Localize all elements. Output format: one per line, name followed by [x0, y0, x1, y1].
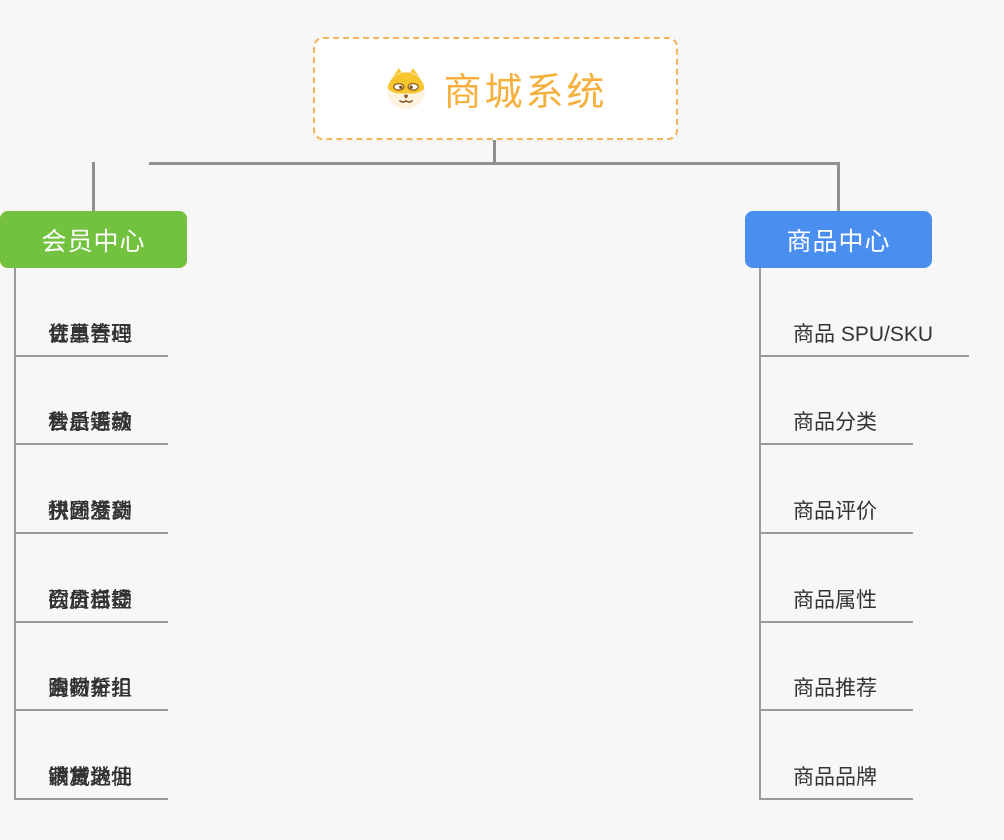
leaf-node[interactable]: 商品分类 — [759, 406, 913, 445]
leaf-list: 会员管理 会员等级 积分签到 会员标签 会员分组 收货地址 — [0, 268, 260, 800]
leaf-row: 会员等级 — [0, 357, 260, 446]
dog-face-icon — [383, 66, 429, 112]
root-title: 商城系统 — [443, 61, 607, 116]
leaf-row: 会员管理 — [0, 268, 260, 357]
leaf-row: 积分签到 — [0, 445, 260, 534]
branch-label: 会员中心 — [41, 222, 145, 258]
leaf-node[interactable]: 会员等级 — [14, 406, 168, 445]
leaf-node[interactable]: 会员标签 — [14, 584, 168, 623]
leaf-row: 商品分类 — [745, 357, 1004, 446]
branch-node-3[interactable]: 会员中心 — [0, 211, 187, 268]
leaf-node[interactable]: 会员分组 — [14, 672, 168, 711]
branch-bus-connector — [149, 162, 839, 165]
leaf-row: 会员标签 — [0, 534, 260, 623]
branch-column: 会员中心 会员管理 会员等级 积分签到 会员标签 会员分组 收货地址 — [0, 211, 260, 800]
leaf-list: 商品 SPU/SKU 商品分类 商品评价 商品属性 商品推荐 商品品牌 — [745, 268, 1004, 800]
leaf-node[interactable]: 商品评价 — [759, 495, 913, 534]
leaf-row: 商品评价 — [745, 445, 1004, 534]
leaf-row: 收货地址 — [0, 711, 260, 800]
leaf-node[interactable]: 收货地址 — [14, 761, 168, 800]
leaf-node[interactable]: 商品推荐 — [759, 672, 913, 711]
leaf-row: 商品推荐 — [745, 623, 1004, 712]
leaf-row: 商品品牌 — [745, 711, 1004, 800]
branch-label: 商品中心 — [786, 222, 890, 258]
leaf-node[interactable]: 商品 SPU/SKU — [759, 318, 969, 357]
leaf-row: 会员分组 — [0, 623, 260, 712]
branch-node-0[interactable]: 商品中心 — [745, 211, 932, 268]
leaf-node[interactable]: 会员管理 — [14, 318, 168, 357]
leaf-node[interactable]: 商品属性 — [759, 584, 913, 623]
leaf-row: 商品 SPU/SKU — [745, 268, 1004, 357]
root-node-mall-system[interactable]: 商城系统 — [313, 37, 678, 140]
leaf-row: 商品属性 — [745, 534, 1004, 623]
leaf-node[interactable]: 商品品牌 — [759, 761, 913, 800]
branch-column: 商品中心 商品 SPU/SKU 商品分类 商品评价 商品属性 商品推荐 商品品牌 — [745, 211, 1004, 800]
leaf-node[interactable]: 积分签到 — [14, 495, 168, 534]
